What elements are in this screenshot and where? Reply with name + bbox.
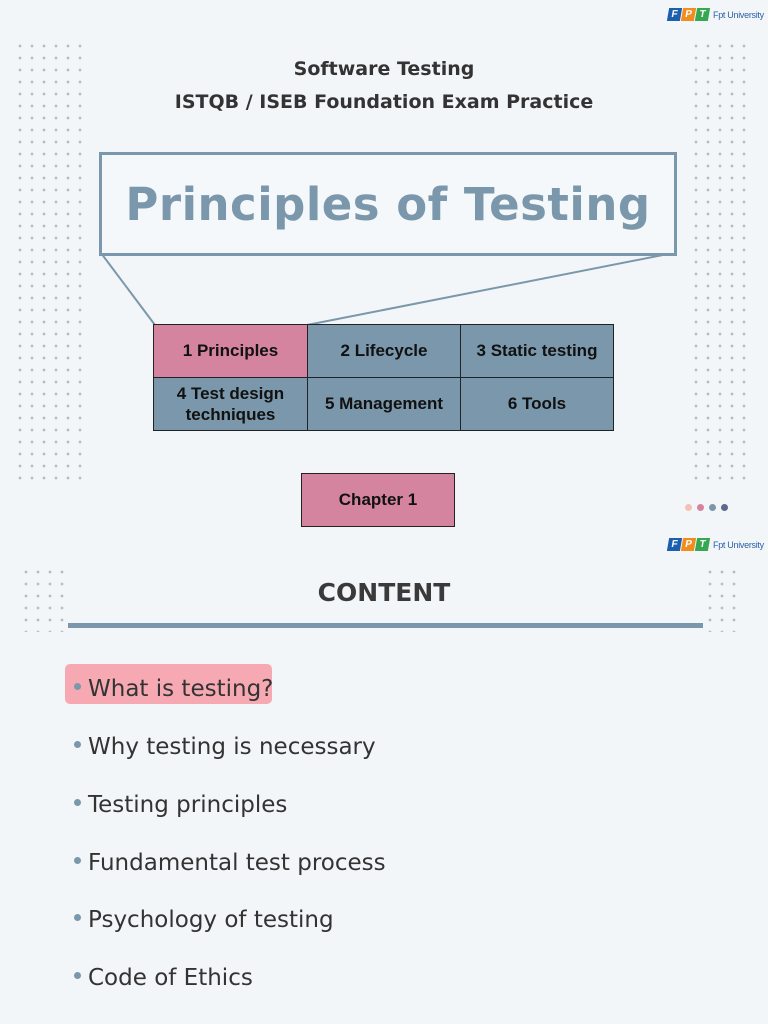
slide-title: Principles of Testing (125, 177, 651, 231)
bullet-icon (74, 913, 81, 921)
subtitle-line-2: ISTQB / ISEB Foundation Exam Practice (174, 91, 594, 113)
chapter-cell-lifecycle[interactable]: 2 Lifecycle (307, 324, 461, 378)
content-slide: F P T Fpt University CONTENT What is tes… (0, 530, 768, 1024)
bullet-icon (74, 798, 81, 806)
fpt-logo: F P T Fpt University (666, 538, 764, 551)
page-dot (685, 504, 692, 511)
list-item[interactable]: Why testing is necessary (74, 734, 376, 760)
logo-letter-t: T (694, 538, 711, 551)
page-dot (721, 504, 728, 511)
list-item-text: Why testing is necessary (88, 734, 376, 760)
logo-letter-p: P (680, 538, 697, 551)
list-item-text: Code of Ethics (88, 965, 253, 991)
bullet-icon (74, 856, 81, 864)
logo-text: Fpt University (713, 9, 764, 20)
bullet-icon (74, 682, 81, 690)
logo-text: Fpt University (713, 539, 764, 550)
list-item-text: Testing principles (88, 792, 288, 818)
list-item[interactable]: What is testing? (74, 676, 273, 702)
list-item[interactable]: Testing principles (74, 792, 287, 818)
page-dot (697, 504, 704, 511)
chapter-button[interactable]: Chapter 1 (301, 473, 455, 527)
title-slide: F P T Fpt University Software Testing IS… (14, 8, 764, 527)
fpt-logo: F P T Fpt University (666, 8, 764, 21)
page-dot (709, 504, 716, 511)
logo-letter-f: F (666, 538, 683, 551)
list-item[interactable]: Psychology of testing (74, 907, 334, 933)
list-item-text: Fundamental test process (88, 850, 386, 876)
chapter-cell-tools[interactable]: 6 Tools (460, 377, 614, 431)
chapter-cell-management[interactable]: 5 Management (307, 377, 461, 431)
heading-underline (68, 623, 703, 628)
dot-pattern-left (14, 40, 86, 482)
dot-pattern-right (690, 40, 750, 482)
bullet-icon (74, 740, 81, 748)
list-item-text: Psychology of testing (88, 907, 334, 933)
dot-pattern-right (704, 566, 744, 632)
bullet-icon (74, 971, 81, 979)
title-box: Principles of Testing (99, 152, 677, 256)
list-item-text: What is testing? (88, 676, 274, 702)
chapter-cell-principles[interactable]: 1 Principles (153, 324, 308, 378)
item-highlight (65, 664, 272, 704)
chapter-cell-static-testing[interactable]: 3 Static testing (460, 324, 614, 378)
callout-lines (100, 252, 674, 326)
chapter-grid: 1 Principles 2 Lifecycle 3 Static testin… (153, 324, 614, 431)
chapter-cell-test-design[interactable]: 4 Test design techniques (153, 377, 308, 431)
dot-pattern-left (20, 566, 64, 632)
subtitle-line-1: Software Testing (293, 58, 475, 80)
content-heading: CONTENT (317, 578, 451, 607)
list-item[interactable]: Code of Ethics (74, 965, 253, 991)
page-dots (685, 504, 728, 511)
list-item[interactable]: Fundamental test process (74, 850, 386, 876)
